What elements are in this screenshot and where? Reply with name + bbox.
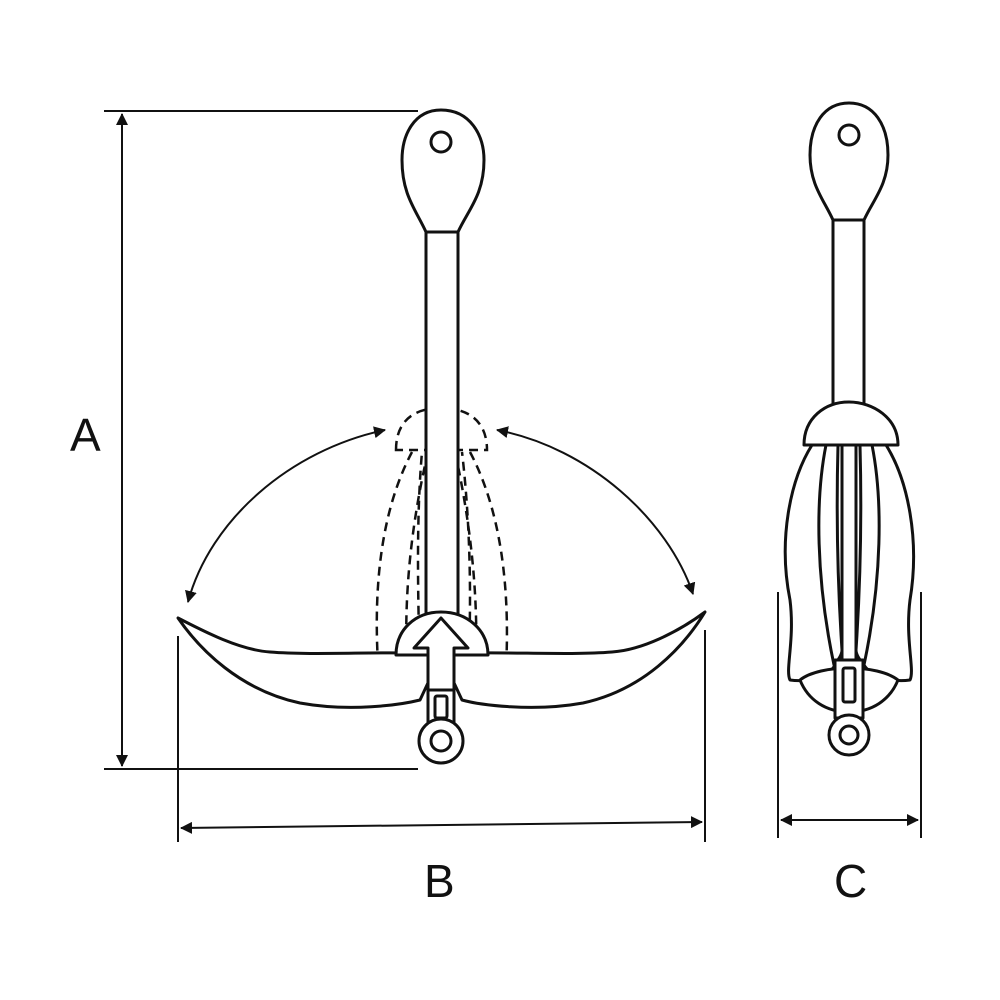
side-collar-slot [841,666,857,704]
bottom-ring-hole [429,729,453,753]
shank [424,213,460,617]
right-fluke [439,610,707,709]
side-bottom-ring-hole [838,724,860,746]
side-center-shaft [840,443,858,667]
left-swing-arc [185,426,386,603]
dim-b-arrow-line [180,816,703,834]
top-eye [400,108,486,234]
dimension-label-b: B [424,855,455,907]
side-shank [831,203,866,417]
dimension-c [777,592,922,838]
dimension-label-a: A [70,409,101,461]
dimension-label-c: C [834,855,868,907]
right-swing-arc [496,426,696,595]
top-eye-hole [429,130,453,154]
folded-fluke-center-left [817,443,844,667]
side-cap [802,400,900,447]
fold-swing-arcs [185,426,696,603]
open-anchor-front-view [176,108,707,765]
dimension-a [104,110,418,770]
left-fluke [176,616,443,709]
dimension-b [177,630,706,842]
collar-slot [433,694,449,720]
folded-fluke-center-right [854,443,881,667]
folded-anchor-side-view [783,101,916,757]
side-top-eye [808,101,890,222]
side-top-eye-hole [837,123,861,147]
